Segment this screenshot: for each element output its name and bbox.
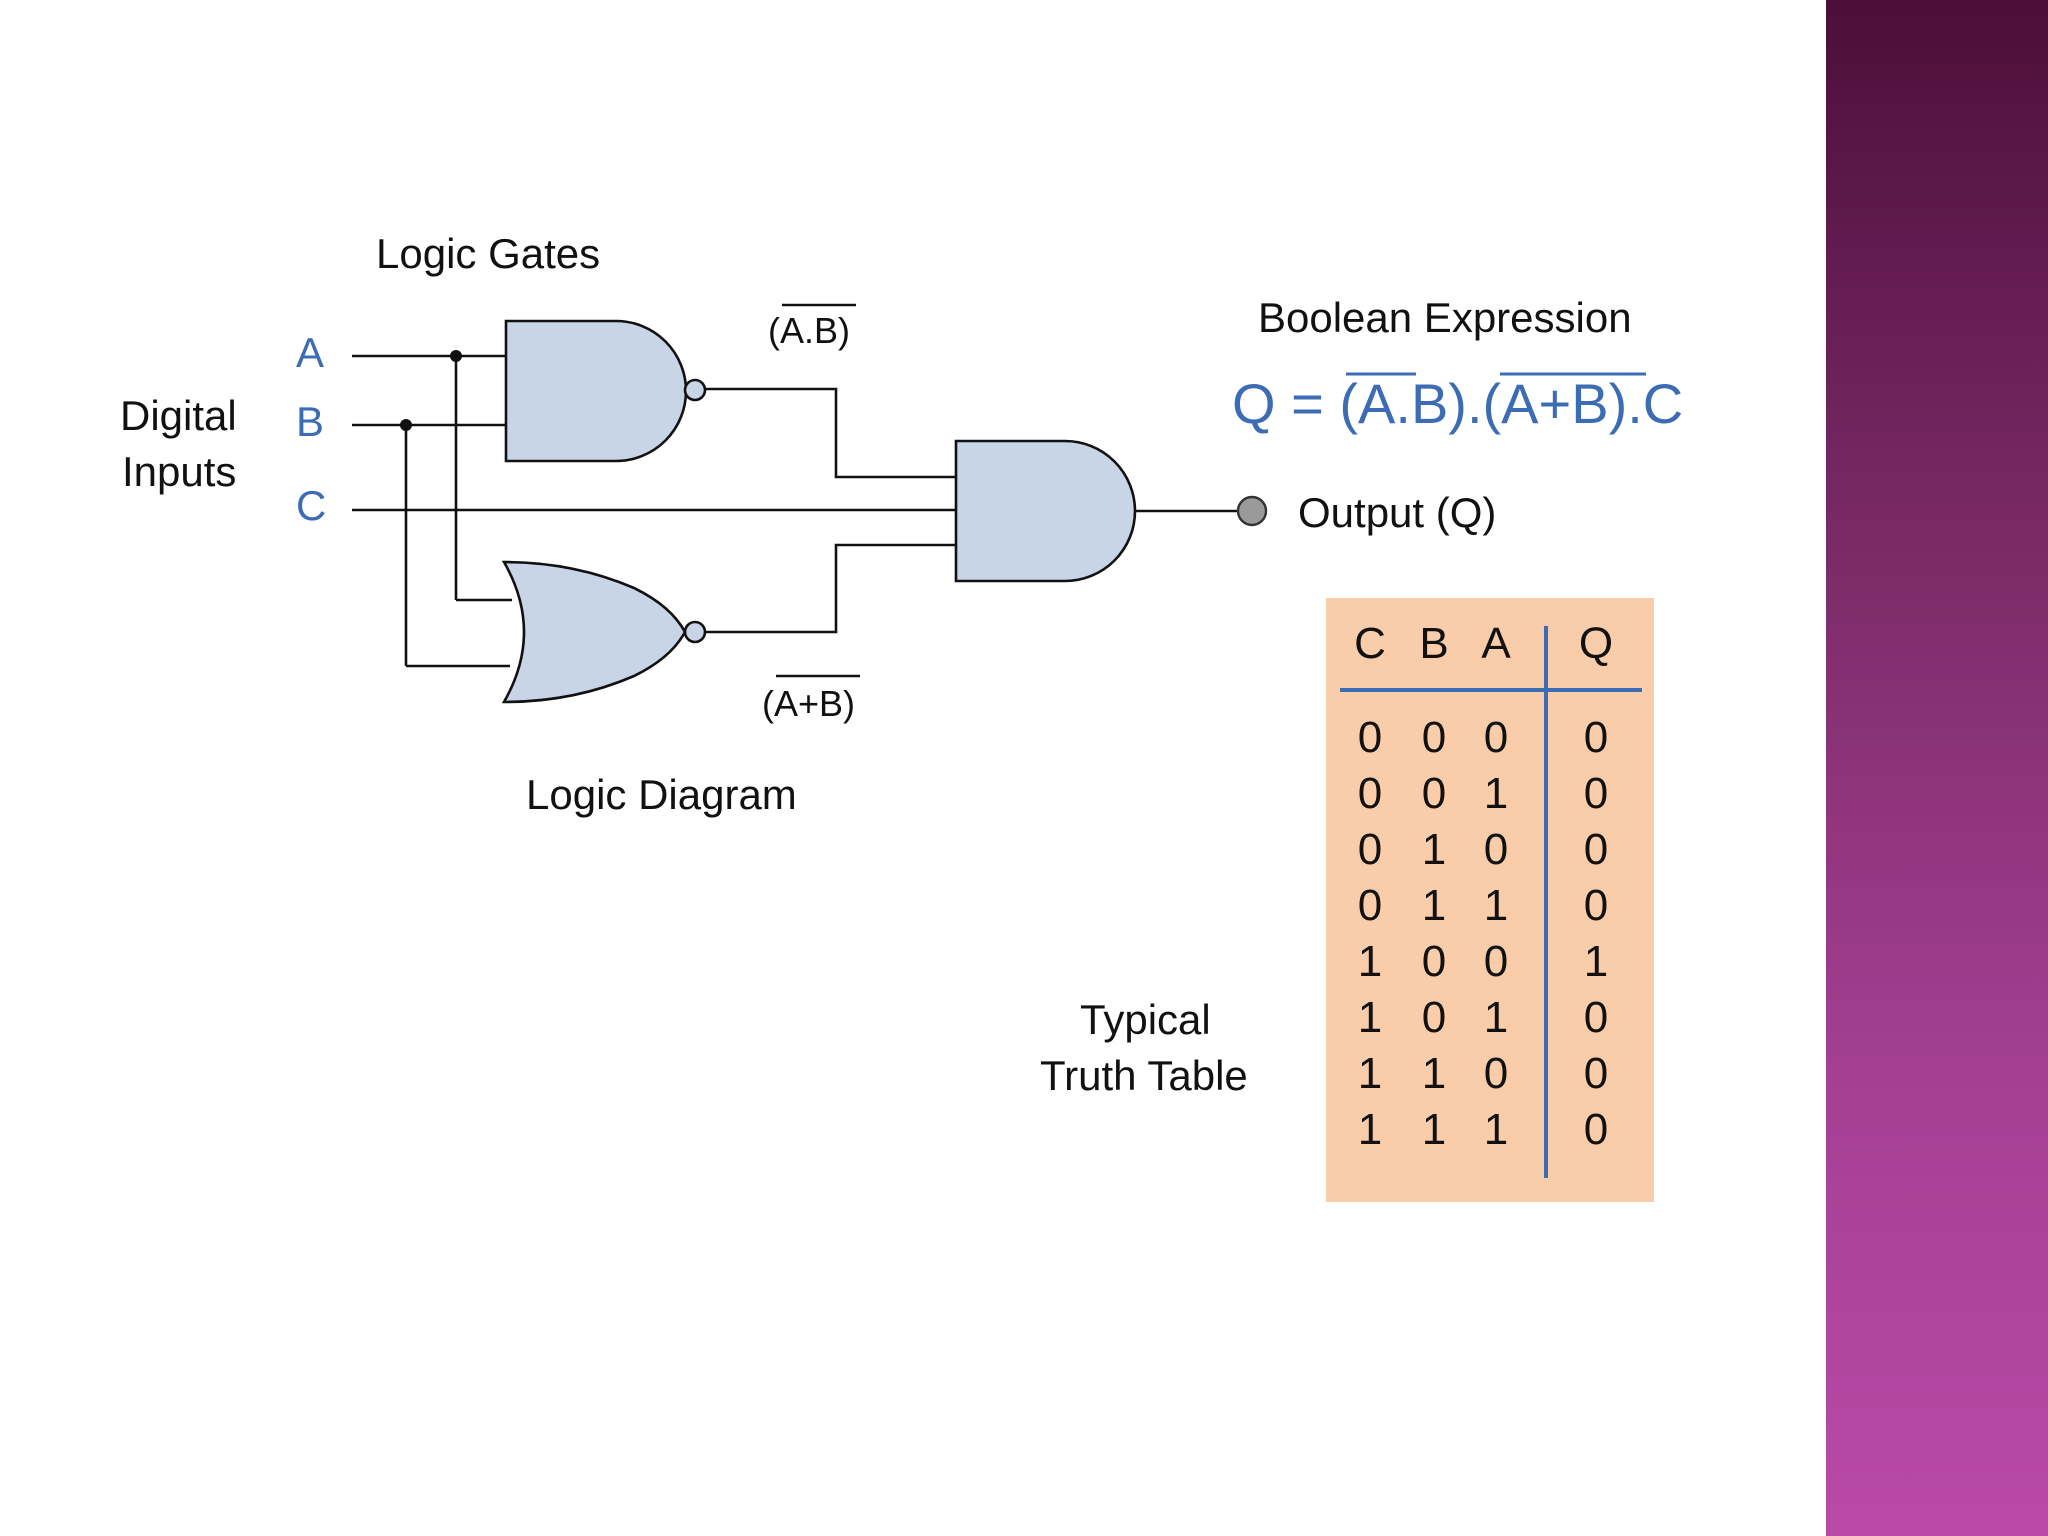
wires xyxy=(352,354,1238,668)
expr-dot-2: . xyxy=(1627,372,1643,435)
nor-bubble xyxy=(683,620,707,644)
digital-inputs-label-line2: Inputs xyxy=(122,448,236,495)
truth-table-cell: 1 xyxy=(1484,769,1508,818)
truth-table-cell: 1 xyxy=(1358,937,1382,986)
truth-table-cell: 1 xyxy=(1484,1105,1508,1154)
truth-table-cell: 0 xyxy=(1422,713,1446,762)
truth-table-cell: 0 xyxy=(1584,713,1608,762)
truth-table-cell: 1 xyxy=(1484,881,1508,930)
truth-table-cell: 0 xyxy=(1484,825,1508,874)
truth-table-cell: 0 xyxy=(1358,713,1382,762)
digital-inputs-label-line1: Digital xyxy=(120,392,237,439)
boolean-expression: Q = (A.B).(A+B).C xyxy=(1232,372,1683,435)
truth-table-cell: 0 xyxy=(1584,1049,1608,1098)
boolean-expression-title: Boolean Expression xyxy=(1258,294,1632,341)
truth-table-cell: 1 xyxy=(1484,993,1508,1042)
output-terminal xyxy=(1236,495,1268,527)
truth-table-cell: 0 xyxy=(1358,881,1382,930)
truth-table-cell: 0 xyxy=(1584,881,1608,930)
truth-table-cell: 0 xyxy=(1584,993,1608,1042)
output-label: Output (Q) xyxy=(1298,489,1496,536)
expr-dot-1: . xyxy=(1467,372,1483,435)
and-gate xyxy=(954,439,1137,583)
nand-bubble xyxy=(683,378,707,402)
logic-diagram-svg: Logic Gates Digital Inputs A B C xyxy=(120,230,1683,1202)
truth-table-cell: 1 xyxy=(1422,1105,1446,1154)
truth-table-cell: 1 xyxy=(1422,881,1446,930)
nor-gate xyxy=(501,560,687,704)
truth-table-cell: 0 xyxy=(1584,825,1608,874)
truth-table-cell: 1 xyxy=(1422,825,1446,874)
truth-table-caption-line1: Typical xyxy=(1080,996,1211,1043)
input-c-label: C xyxy=(296,482,326,529)
truth-table-caption-line2: Truth Table xyxy=(1040,1052,1248,1099)
expr-term-nor: (A+B) xyxy=(1483,372,1628,435)
truth-table-cell: 0 xyxy=(1422,937,1446,986)
truth-table-cell: 1 xyxy=(1584,937,1608,986)
truth-table-header-c: C xyxy=(1354,619,1386,668)
truth-table-cell: 0 xyxy=(1484,713,1508,762)
decorative-side-bar xyxy=(1826,0,2048,1536)
expr-term-nand: (A.B) xyxy=(1339,372,1467,435)
truth-table-background xyxy=(1326,598,1654,1202)
truth-table-header-a: A xyxy=(1481,619,1511,668)
truth-table-cell: 0 xyxy=(1584,769,1608,818)
nor-output-label: (A+B) xyxy=(762,683,855,724)
truth-table-cell: 1 xyxy=(1358,993,1382,1042)
truth-table-cell: 0 xyxy=(1584,1105,1608,1154)
truth-table-cell: 0 xyxy=(1484,1049,1508,1098)
slide: Logic Gates Digital Inputs A B C xyxy=(120,230,1684,1202)
logic-gates-title: Logic Gates xyxy=(376,230,600,277)
truth-table-cell: 0 xyxy=(1422,769,1446,818)
truth-table-cell: 0 xyxy=(1422,993,1446,1042)
truth-table-cell: 0 xyxy=(1358,825,1382,874)
junction-dot-b xyxy=(400,419,412,431)
expr-term-c: C xyxy=(1643,372,1683,435)
input-b-label: B xyxy=(296,398,324,445)
input-a-label: A xyxy=(296,329,324,376)
truth-table-header-q: Q xyxy=(1579,619,1613,668)
truth-table-cell: 0 xyxy=(1484,937,1508,986)
truth-table-header-b: B xyxy=(1419,619,1448,668)
nand-gate xyxy=(504,319,688,463)
truth-table-cell: 0 xyxy=(1358,769,1382,818)
expr-prefix: Q = xyxy=(1232,372,1339,435)
truth-table-cell: 1 xyxy=(1358,1049,1382,1098)
truth-table-cell: 1 xyxy=(1422,1049,1446,1098)
nand-output-label: (A.B) xyxy=(768,310,850,351)
junction-dot-a xyxy=(450,350,462,362)
logic-diagram-caption: Logic Diagram xyxy=(526,771,797,818)
truth-table-cell: 1 xyxy=(1358,1105,1382,1154)
